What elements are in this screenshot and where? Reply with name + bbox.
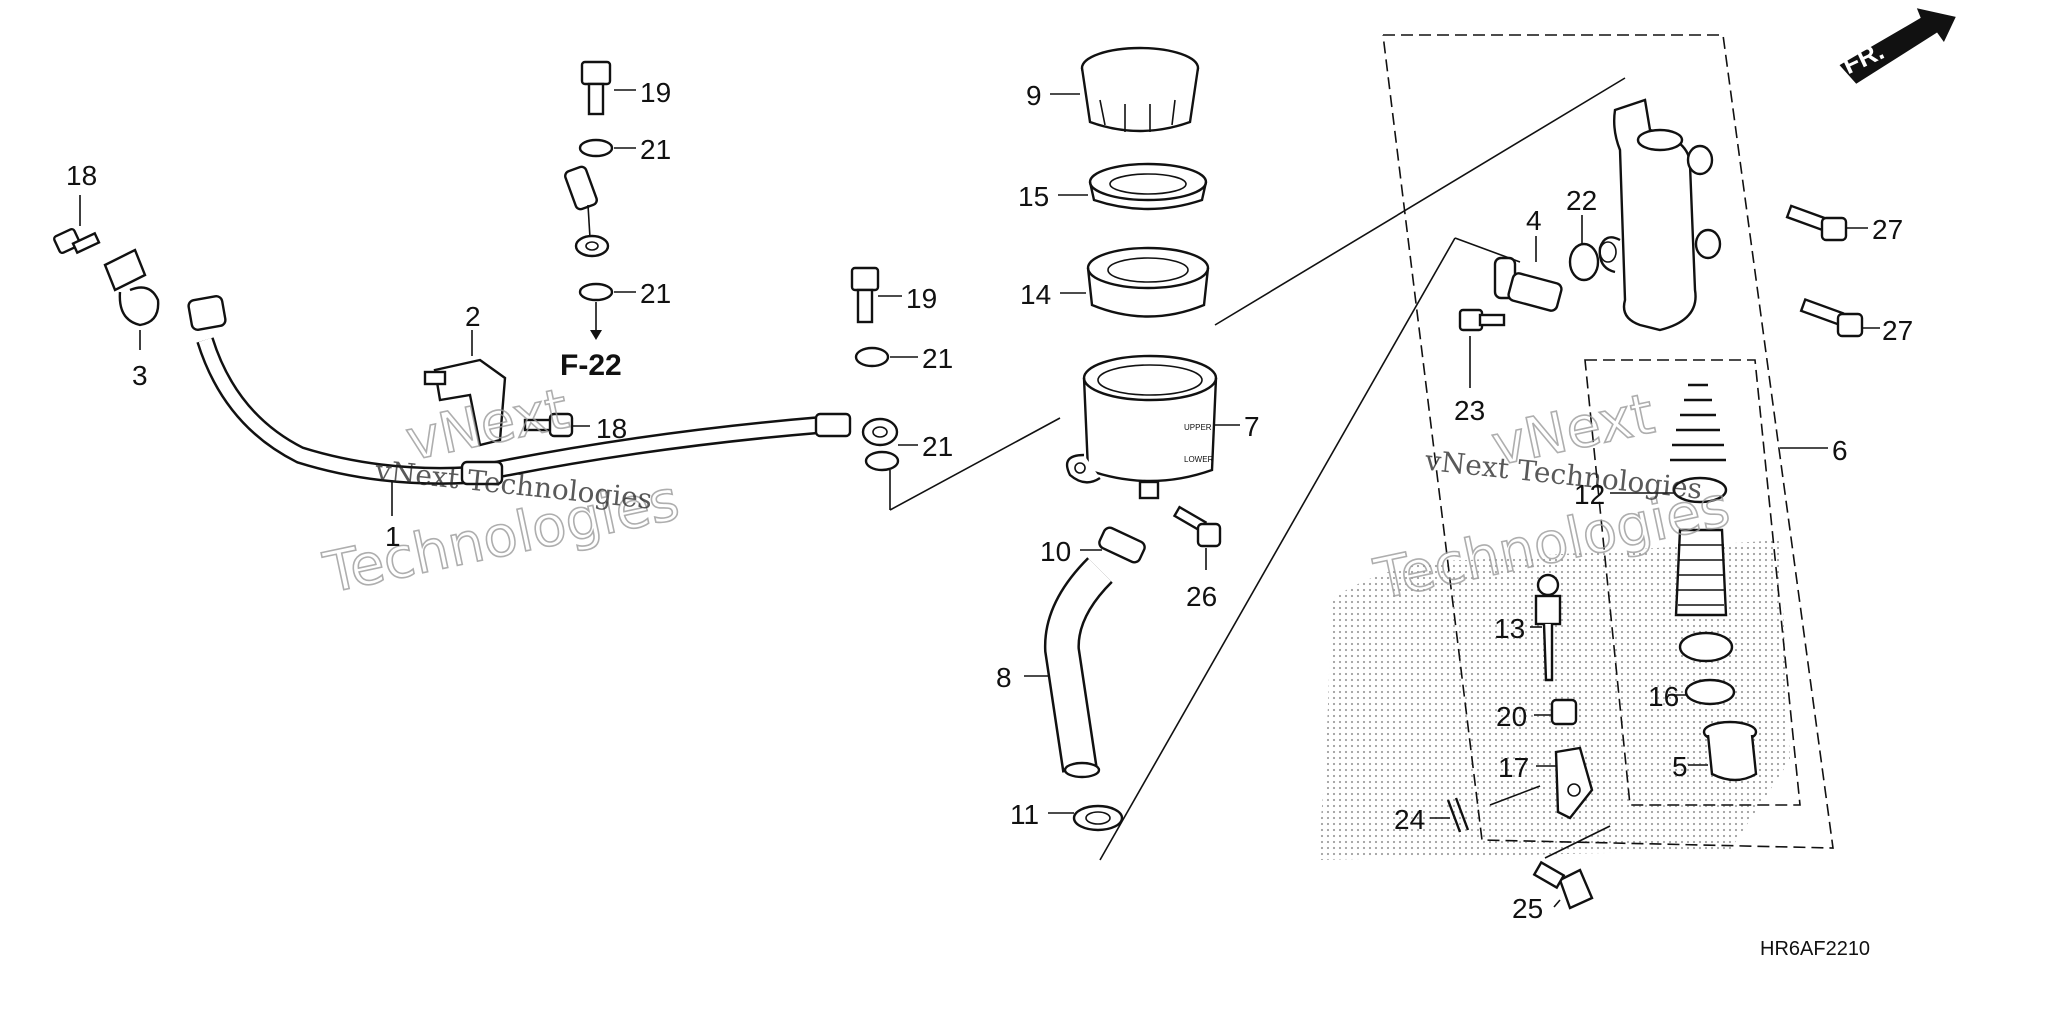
svg-text:LOWER: LOWER [1184, 455, 1214, 464]
callout-labels: 1 2 3 18 18 19 21 21 19 21 21 9 15 14 7 … [66, 77, 1913, 924]
callout-21-a: 21 [640, 134, 671, 165]
callout-21-b: 21 [640, 278, 671, 309]
callout-12: 12 [1574, 479, 1605, 510]
washer-21-b [578, 282, 614, 302]
direction-arrow: FR. [1838, 8, 1956, 84]
callout-18-left: 18 [66, 160, 97, 191]
nut-20 [1550, 698, 1578, 726]
callout-5: 5 [1672, 751, 1688, 782]
bolt-19-upper [580, 60, 612, 116]
clip-11 [1072, 804, 1124, 832]
cup-12 [1672, 476, 1728, 504]
callout-24: 24 [1394, 804, 1425, 835]
diagram-code: HR6AF2210 [1760, 938, 1870, 960]
boundary-6 [1382, 34, 1834, 849]
washer-21-a [578, 138, 614, 158]
callout-8: 8 [996, 662, 1012, 693]
boot-5 [1702, 720, 1758, 782]
callout-21-c: 21 [922, 343, 953, 374]
spring [1670, 383, 1726, 462]
callout-27-upper: 27 [1872, 214, 1903, 245]
bolt-18-center [523, 412, 574, 438]
diaphragm-14 [1086, 246, 1210, 318]
washer-21-c [854, 346, 890, 368]
plate-15 [1088, 162, 1208, 211]
callout-13: 13 [1494, 613, 1525, 644]
svg-text:UPPER: UPPER [1184, 423, 1212, 432]
callout-3: 3 [132, 360, 148, 391]
bolt-19-lower [850, 266, 880, 324]
brake-hose [187, 114, 899, 486]
bracket-2 [423, 358, 507, 447]
bolt-18-left [53, 227, 101, 255]
bolt-27-upper [1785, 204, 1848, 242]
callout-22: 22 [1566, 185, 1597, 216]
callout-27-lower: 27 [1882, 315, 1913, 346]
callout-25: 25 [1512, 893, 1543, 924]
callout-1: 1 [385, 521, 401, 552]
leader-lines [79, 77, 1880, 908]
watermark-left: vNext Technologies vNext Technologies [317, 376, 685, 608]
callout-18-center: 18 [596, 413, 627, 444]
callout-26: 26 [1186, 581, 1217, 612]
callout-9: 9 [1026, 80, 1042, 111]
master-cylinder-body [1598, 98, 1722, 332]
washer-21-d [864, 450, 900, 472]
reference-label: F-22 [560, 349, 622, 382]
callout-14: 14 [1020, 279, 1051, 310]
cup-secondary [1678, 631, 1734, 663]
bolt-23 [1458, 308, 1506, 332]
callout-23: 23 [1454, 395, 1485, 426]
joint-17 [1554, 746, 1594, 820]
callout-21-d: 21 [922, 431, 953, 462]
callout-4: 4 [1526, 205, 1542, 236]
boundary-piston-kit [1584, 359, 1801, 806]
bolt-27-lower [1799, 297, 1864, 338]
callout-16: 16 [1648, 681, 1679, 712]
reservoir-hose-8 [1043, 557, 1113, 779]
callout-2: 2 [465, 301, 481, 332]
callout-19-lower: 19 [906, 283, 937, 314]
callout-20: 20 [1496, 701, 1527, 732]
callout-11: 11 [1010, 799, 1039, 830]
callout-19-upper: 19 [640, 77, 671, 108]
callout-7: 7 [1244, 411, 1260, 442]
callout-10: 10 [1040, 536, 1071, 567]
o-ring-22 [1568, 242, 1600, 282]
clamp-3 [103, 248, 160, 327]
fitting-4 [1493, 256, 1563, 312]
piston [1674, 528, 1728, 617]
callout-6: 6 [1832, 435, 1848, 466]
pin-25 [1532, 860, 1594, 910]
push-rod-13 [1534, 573, 1562, 682]
ring-16 [1684, 678, 1736, 706]
clip-10 [1098, 526, 1146, 564]
bolt-26 [1172, 505, 1222, 548]
callout-15: 15 [1018, 181, 1049, 212]
callout-17: 17 [1498, 752, 1529, 783]
reservoir-cap-9 [1080, 46, 1200, 133]
cotter-pin-24 [1446, 797, 1470, 833]
reservoir-7: UPPER LOWER [1065, 354, 1218, 500]
